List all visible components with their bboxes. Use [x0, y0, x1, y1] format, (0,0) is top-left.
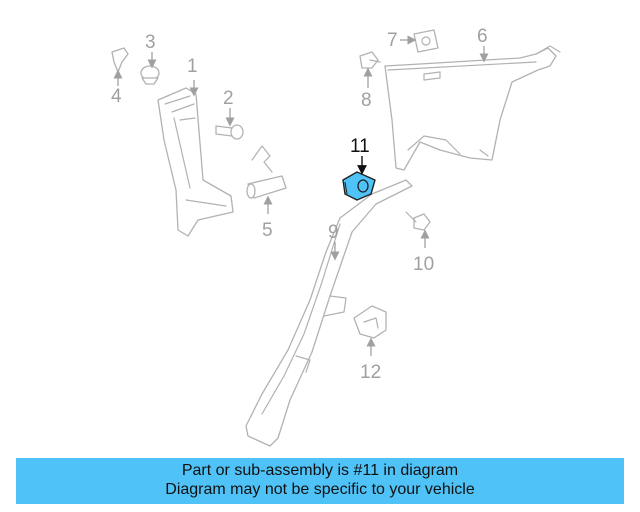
part-9-pillar-garnish — [245, 179, 413, 447]
part-2-screw — [215, 124, 244, 140]
callout-11: 11 — [350, 136, 370, 157]
callout-4: 4 — [111, 86, 122, 107]
callout-10: 10 — [413, 254, 434, 275]
callout-12: 12 — [360, 362, 381, 383]
part-10-bolt — [405, 211, 431, 231]
info-banner: Part or sub-assembly is #11 in diagram D… — [16, 458, 624, 504]
part-5-handle — [246, 145, 287, 199]
callout-6: 6 — [477, 26, 488, 47]
parts-diagram: 1 2 3 4 5 6 7 — [111, 26, 561, 447]
banner-line-2: Diagram may not be specific to your vehi… — [165, 481, 475, 498]
part-12-bracket — [353, 305, 387, 339]
callout-1: 1 — [187, 56, 198, 77]
callout-7: 7 — [387, 30, 398, 51]
callout-9: 9 — [328, 222, 339, 243]
part-3-clip — [140, 65, 160, 85]
callout-2: 2 — [223, 88, 234, 109]
part-11-bushing — [342, 171, 376, 201]
part-7-clip — [413, 29, 439, 53]
part-6-quarter-trim — [384, 45, 561, 171]
callout-3: 3 — [145, 32, 156, 53]
banner-line-1: Part or sub-assembly is #11 in diagram — [181, 462, 459, 479]
part-1-pillar-trim — [157, 87, 234, 237]
callout-8: 8 — [361, 90, 372, 111]
part-8-bolt — [359, 51, 381, 69]
part-4-clip — [111, 47, 129, 73]
callout-5: 5 — [262, 220, 273, 241]
